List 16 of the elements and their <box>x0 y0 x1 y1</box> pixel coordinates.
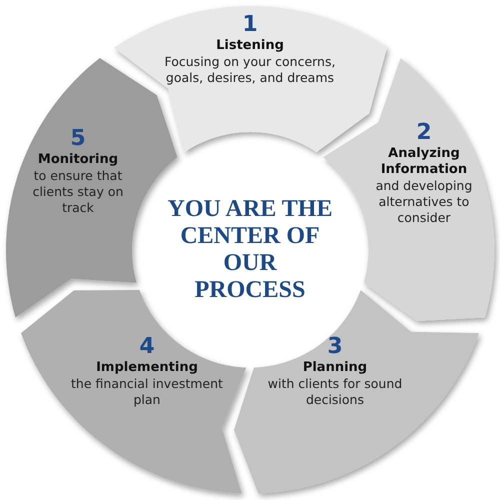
step-number: 1 <box>242 12 258 38</box>
step-title: Implementing <box>96 360 198 376</box>
center-slogan: YOU ARE THE CENTER OF OUR PROCESS <box>166 196 334 304</box>
step-number: 5 <box>70 126 86 152</box>
step-description: Focusing on your concerns, goals, desires, and dreams <box>164 54 336 86</box>
step-number: 3 <box>327 334 343 360</box>
step-title: Analyzing Information <box>380 146 468 178</box>
step-description: to ensure that clients stay on track <box>32 168 124 216</box>
step-description: with clients for sound decisions <box>266 376 404 408</box>
step-description: and developing alternatives to consider <box>374 178 474 226</box>
step-title: Monitoring <box>38 152 118 168</box>
step-description: the financial investment plan <box>70 376 224 408</box>
step-title: Planning <box>302 360 368 376</box>
step-number: 4 <box>139 334 155 360</box>
step-title: Listening <box>216 38 284 54</box>
step-number: 2 <box>416 120 432 146</box>
